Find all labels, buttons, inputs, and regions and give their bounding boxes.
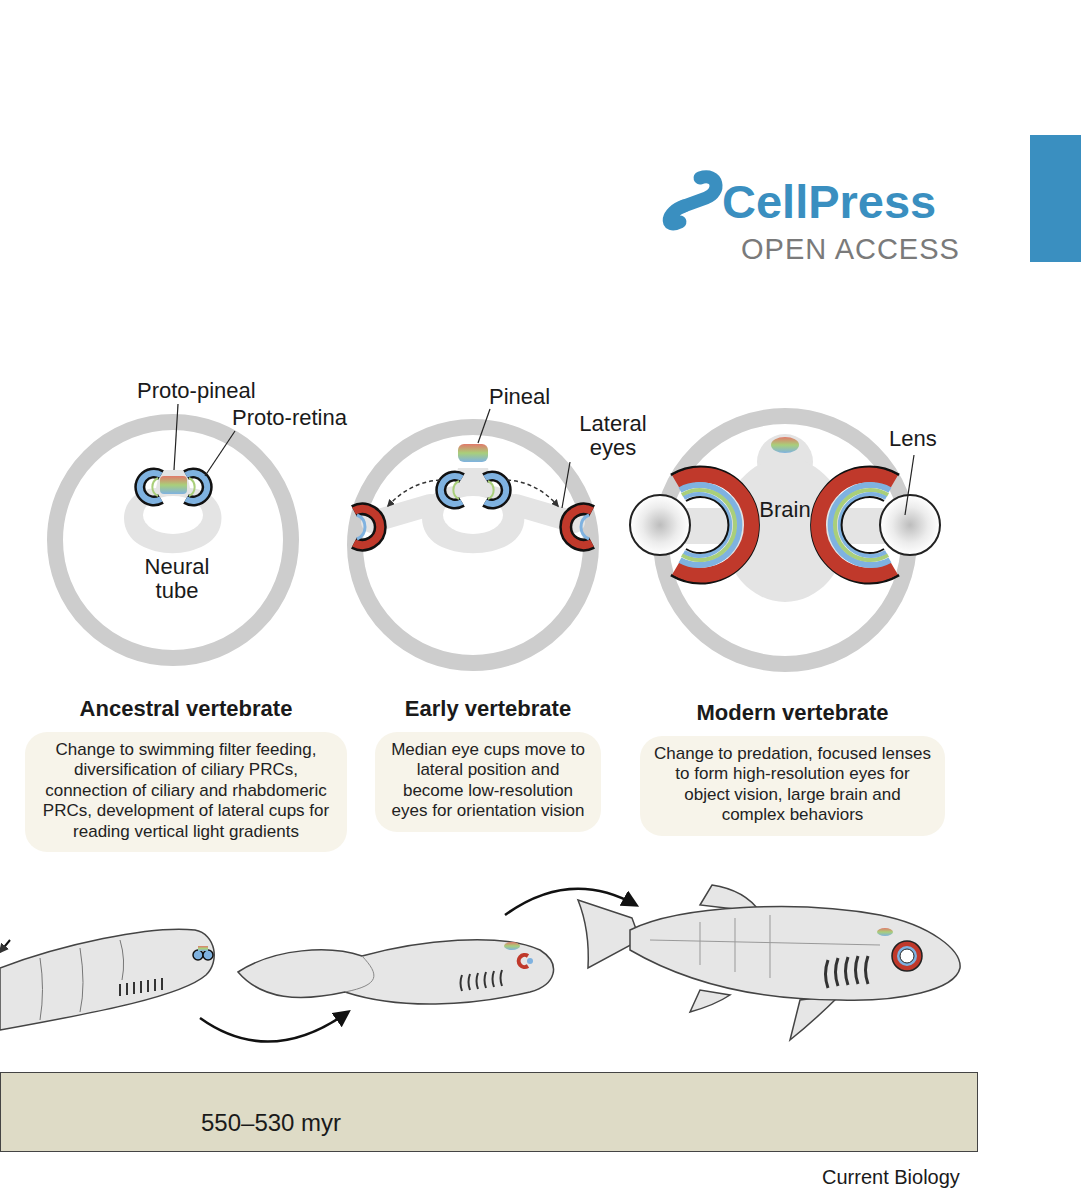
logo-icon [669, 177, 716, 224]
ancestral-section [55, 422, 291, 658]
part-label: Lens [889, 427, 937, 451]
time-label: 550–530 myr [201, 1109, 341, 1137]
ancestral-fish [0, 929, 214, 1030]
logo-text: CellPress [722, 176, 936, 228]
part-label: Pineal [489, 385, 550, 409]
source-credit: Current Biology [822, 1166, 960, 1188]
evolution-arrows [200, 889, 636, 1042]
stage-description: Change to predation, focused lenses to f… [640, 736, 945, 836]
brain-region: Brain [745, 497, 825, 523]
stage-heading: Modern vertebrate [640, 700, 945, 726]
timeline-bar: 550–530 myr [0, 1072, 978, 1152]
stage-heading: Early vertebrate [375, 696, 601, 722]
stage-description: Median eye cups move to lateral position… [375, 732, 601, 832]
part-label: Proto-pineal [137, 379, 256, 403]
part-label: Lateral eyes [568, 412, 658, 460]
modern-fish [578, 885, 960, 1040]
stage-heading: Ancestral vertebrate [25, 696, 347, 722]
logo-subtitle: OPEN ACCESS [741, 234, 960, 266]
stage-description: Change to swimming filter feeding, diver… [25, 732, 347, 852]
part-label: Neural tube [127, 555, 227, 603]
modern-section [630, 416, 940, 664]
region-label: Brain [745, 497, 825, 523]
early-section [354, 427, 592, 663]
early-fish [238, 940, 553, 1004]
part-label: Proto-retina [232, 406, 347, 430]
edge-tab [1030, 135, 1081, 262]
stage-box: Early vertebrateMedian eye cups move to … [375, 696, 601, 832]
stage-box: Ancestral vertebrateChange to swimming f… [25, 696, 347, 852]
stage-box: Modern vertebrateChange to predation, fo… [640, 700, 945, 836]
